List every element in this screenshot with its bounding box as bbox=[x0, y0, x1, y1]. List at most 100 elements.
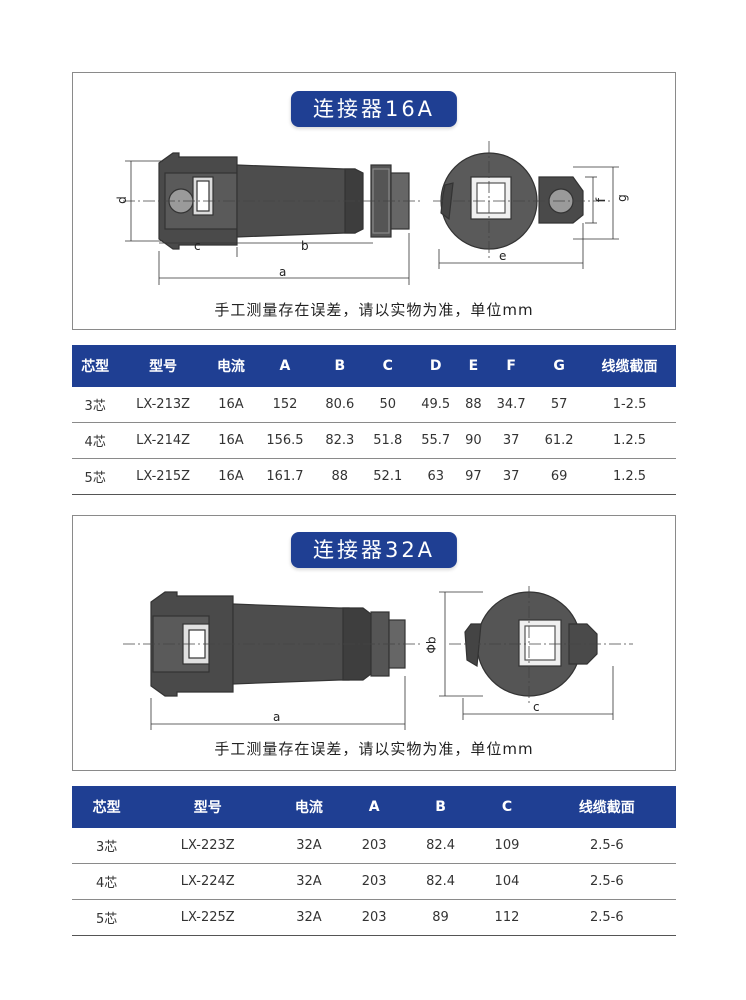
dimension-lines-32a-side bbox=[150, 676, 406, 730]
table-cell: 32A bbox=[274, 899, 344, 936]
table-cell: 82.4 bbox=[404, 828, 477, 864]
table-cell: 37 bbox=[487, 458, 536, 495]
connector-32a-drawing bbox=[123, 586, 633, 730]
header-cell: A bbox=[343, 786, 405, 828]
connector-16a-panel: 连接器16A bbox=[72, 72, 676, 330]
dimension-lines-16a-front bbox=[438, 166, 619, 269]
connector-16a-drawing bbox=[123, 141, 619, 285]
table-row: 4芯 LX-214Z 16A 156.5 82.3 51.8 55.7 90 3… bbox=[72, 422, 676, 459]
table-cell: 69 bbox=[535, 458, 584, 495]
table-cell: 3芯 bbox=[72, 387, 119, 423]
dimension-lines-32a-front bbox=[439, 591, 614, 720]
header-cell: 型号 bbox=[118, 345, 208, 387]
section-title-32a: 连接器32A bbox=[290, 532, 458, 568]
table-cell: 109 bbox=[476, 828, 538, 864]
header-cell: 电流 bbox=[207, 345, 255, 387]
table-cell: 50 bbox=[363, 387, 412, 423]
table-cell: 89 bbox=[404, 899, 477, 936]
table-cell: 161.7 bbox=[254, 458, 316, 495]
table-row: 5芯 LX-215Z 16A 161.7 88 52.1 63 97 37 69… bbox=[72, 458, 676, 495]
table-cell: 32A bbox=[274, 863, 344, 900]
table-cell: 152 bbox=[254, 387, 316, 423]
table-cell: 63 bbox=[411, 458, 460, 495]
spec-table-16a: 芯型 型号 电流 A B C D E F G 线缆截面 3芯 LX-213Z 1… bbox=[72, 345, 676, 495]
table-cell: 97 bbox=[459, 458, 488, 495]
table-cell: LX-225Z bbox=[141, 899, 275, 936]
table-cell: 16A bbox=[207, 422, 255, 459]
table-cell: 1.2.5 bbox=[583, 458, 676, 495]
table-cell: 203 bbox=[343, 828, 405, 864]
dim-label-b: Φb bbox=[424, 636, 439, 654]
dimension-lines-16a-side bbox=[125, 160, 410, 285]
table-header-row: 芯型 型号 电流 A B C D E F G 线缆截面 bbox=[72, 345, 676, 387]
table-cell: 49.5 bbox=[411, 387, 460, 423]
table-cell: 2.5-6 bbox=[537, 899, 676, 936]
measurement-note-32a: 手工测量存在误差，请以实物为准，单位mm bbox=[214, 740, 534, 758]
table-cell: 3芯 bbox=[72, 828, 142, 864]
table-cell: 32A bbox=[274, 828, 344, 864]
header-cell: 线缆截面 bbox=[537, 786, 676, 828]
table-cell: 61.2 bbox=[535, 422, 584, 459]
dim-label-c: c bbox=[533, 700, 540, 714]
table-cell: 34.7 bbox=[487, 387, 536, 423]
table-cell: 156.5 bbox=[254, 422, 316, 459]
table-cell: 80.6 bbox=[315, 387, 364, 423]
table-cell: 16A bbox=[207, 458, 255, 495]
table-cell: 88 bbox=[315, 458, 364, 495]
table-cell: LX-215Z bbox=[118, 458, 208, 495]
dim-label-g: g bbox=[614, 194, 629, 202]
connector-32a-panel: 连接器32A bbox=[72, 515, 676, 771]
table-cell: LX-213Z bbox=[118, 387, 208, 423]
dim-label-d: d bbox=[114, 196, 129, 204]
header-cell: C bbox=[363, 345, 412, 387]
table-cell: 5芯 bbox=[72, 899, 142, 936]
table-cell: 57 bbox=[535, 387, 584, 423]
dim-label-f: f bbox=[594, 197, 609, 203]
header-cell: B bbox=[315, 345, 364, 387]
table-cell: 90 bbox=[459, 422, 488, 459]
table-row: 4芯 LX-224Z 32A 203 82.4 104 2.5-6 bbox=[72, 863, 676, 900]
table-row: 5芯 LX-225Z 32A 203 89 112 2.5-6 bbox=[72, 899, 676, 936]
table-cell: 88 bbox=[459, 387, 488, 423]
table-row: 3芯 LX-223Z 32A 203 82.4 109 2.5-6 bbox=[72, 828, 676, 864]
header-cell: 电流 bbox=[274, 786, 344, 828]
table-cell: 82.3 bbox=[315, 422, 364, 459]
table-cell: 55.7 bbox=[411, 422, 460, 459]
table-cell: 82.4 bbox=[404, 863, 477, 900]
dim-label-a: a bbox=[273, 710, 281, 724]
table-cell: 4芯 bbox=[72, 863, 142, 900]
table-cell: 37 bbox=[487, 422, 536, 459]
header-cell: 线缆截面 bbox=[583, 345, 676, 387]
table-cell: 104 bbox=[476, 863, 538, 900]
table-cell: 52.1 bbox=[363, 458, 412, 495]
dim-label-a: a bbox=[279, 265, 287, 279]
table-cell: 2.5-6 bbox=[537, 828, 676, 864]
table-cell: LX-224Z bbox=[141, 863, 275, 900]
header-cell: 芯型 bbox=[72, 786, 142, 828]
section-title-16a: 连接器16A bbox=[290, 91, 458, 127]
dim-label-e: e bbox=[499, 249, 507, 263]
header-cell: 型号 bbox=[141, 786, 275, 828]
table-cell: LX-214Z bbox=[118, 422, 208, 459]
table-cell: 16A bbox=[207, 387, 255, 423]
header-cell: A bbox=[254, 345, 316, 387]
header-cell: C bbox=[476, 786, 538, 828]
header-cell: D bbox=[411, 345, 460, 387]
measurement-note-16a: 手工测量存在误差，请以实物为准，单位mm bbox=[214, 301, 534, 319]
table-header-row: 芯型 型号 电流 A B C 线缆截面 bbox=[72, 786, 676, 828]
table-cell: 51.8 bbox=[363, 422, 412, 459]
table-cell: 5芯 bbox=[72, 458, 119, 495]
table-cell: 1-2.5 bbox=[583, 387, 676, 423]
dim-label-b: b bbox=[301, 239, 309, 253]
table-cell: 2.5-6 bbox=[537, 863, 676, 900]
spec-table-32a: 芯型 型号 电流 A B C 线缆截面 3芯 LX-223Z 32A 203 8… bbox=[72, 786, 676, 936]
header-cell: G bbox=[535, 345, 584, 387]
header-cell: F bbox=[487, 345, 536, 387]
table-cell: 203 bbox=[343, 899, 405, 936]
dim-label-c: c bbox=[194, 239, 201, 253]
table-cell: 4芯 bbox=[72, 422, 119, 459]
header-cell: 芯型 bbox=[72, 345, 119, 387]
header-cell: E bbox=[459, 345, 488, 387]
table-cell: 203 bbox=[343, 863, 405, 900]
table-cell: LX-223Z bbox=[141, 828, 275, 864]
